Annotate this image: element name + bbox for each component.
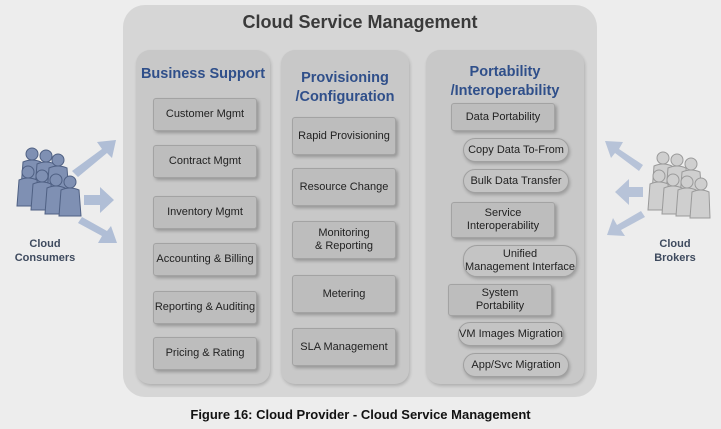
- resource-change-box: Resource Change: [292, 168, 396, 206]
- monitoring-reporting-box: Monitoring & Reporting: [292, 221, 396, 259]
- service-interop-line2: Interoperability: [466, 220, 540, 232]
- consumers-line1: Cloud: [29, 238, 61, 250]
- brokers-line2: Brokers: [654, 252, 696, 264]
- panel-title: Cloud Service Management: [242, 12, 478, 32]
- metering-box: Metering: [292, 275, 396, 313]
- right-arrows: [605, 141, 645, 236]
- unified-line2: Management Interface: [464, 261, 576, 273]
- reporting-label: & Reporting: [314, 240, 374, 252]
- system-portability-line1: System: [481, 287, 519, 299]
- brokers-line1: Cloud: [659, 238, 691, 250]
- sla-management-box: SLA Management: [292, 328, 396, 366]
- arrow-down-left-icon: [607, 211, 645, 236]
- data-portability-box: Data Portability: [451, 103, 555, 131]
- inventory-mgmt-label: Inventory Mgmt: [167, 206, 243, 218]
- consumers-line2: Consumers: [14, 252, 76, 264]
- business-support-title: Business Support: [140, 66, 266, 82]
- portability-title: Portability /Interoperability: [426, 63, 584, 101]
- copy-data-pill: Copy Data To-From: [463, 138, 569, 162]
- customer-mgmt-box: Customer Mgmt: [153, 98, 257, 131]
- monitoring-label: Monitoring: [318, 227, 370, 239]
- copy-data-label: Copy Data To-From: [468, 143, 564, 156]
- reporting-auditing-label: Reporting & Auditing: [154, 301, 256, 313]
- vm-images-migration-pill: VM Images Migration: [458, 322, 564, 346]
- system-portability-box: System Portability: [448, 284, 552, 316]
- reporting-auditing-box: Reporting & Auditing: [153, 291, 257, 324]
- arrow-left-icon: [615, 179, 643, 205]
- pricing-rating-box: Pricing & Rating: [153, 337, 257, 370]
- customer-mgmt-label: Customer Mgmt: [165, 108, 245, 120]
- inventory-mgmt-box: Inventory Mgmt: [153, 196, 257, 229]
- pricing-rating-label: Pricing & Rating: [165, 347, 245, 359]
- unified-line1: Unified: [502, 248, 538, 260]
- sla-management-label: SLA Management: [300, 340, 388, 353]
- provisioning-title-line2: /Configuration: [295, 89, 395, 105]
- left-arrows: [72, 140, 117, 243]
- accounting-billing-label: Accounting & Billing: [156, 253, 254, 265]
- portability-title-line1: Portability: [469, 64, 541, 80]
- vm-images-migration-label: VM Images Migration: [459, 327, 563, 340]
- arrow-up-left-icon: [605, 141, 643, 171]
- figure-caption: Figure 16: Cloud Provider - Cloud Servic…: [190, 407, 531, 422]
- arrow-right-icon: [84, 187, 114, 213]
- app-svc-migration-label: App/Svc Migration: [471, 358, 561, 371]
- rapid-provisioning-label: Rapid Provisioning: [298, 129, 390, 142]
- service-interoperability-box: Service Interoperability: [451, 202, 555, 238]
- provisioning-title: Provisioning /Configuration: [281, 69, 409, 107]
- cloud-consumers-people-icon: [16, 147, 82, 217]
- arrow-up-right-icon: [72, 140, 116, 177]
- resource-change-label: Resource Change: [299, 180, 389, 193]
- contract-mgmt-box: Contract Mgmt: [153, 145, 257, 178]
- metering-label: Metering: [322, 287, 366, 300]
- bulk-data-transfer-pill: Bulk Data Transfer: [463, 169, 569, 193]
- portability-title-line2: /Interoperability: [450, 83, 560, 99]
- app-svc-migration-pill: App/Svc Migration: [463, 353, 569, 377]
- system-portability-line2: Portability: [475, 300, 525, 312]
- arrow-down-right-icon: [78, 217, 117, 243]
- cloud-brokers-people-icon: [647, 151, 711, 219]
- cloud-brokers-label: Cloud Brokers: [640, 237, 710, 265]
- rapid-provisioning-box: Rapid Provisioning: [292, 117, 396, 155]
- unified-management-pill: Unified Management Interface: [463, 245, 577, 277]
- bulk-data-transfer-label: Bulk Data Transfer: [470, 174, 562, 187]
- service-interop-line1: Service: [484, 207, 522, 219]
- data-portability-label: Data Portability: [465, 110, 541, 123]
- accounting-billing-box: Accounting & Billing: [153, 243, 257, 276]
- cloud-consumers-label: Cloud Consumers: [5, 237, 85, 265]
- provisioning-title-line1: Provisioning: [301, 70, 389, 86]
- contract-mgmt-label: Contract Mgmt: [168, 155, 242, 167]
